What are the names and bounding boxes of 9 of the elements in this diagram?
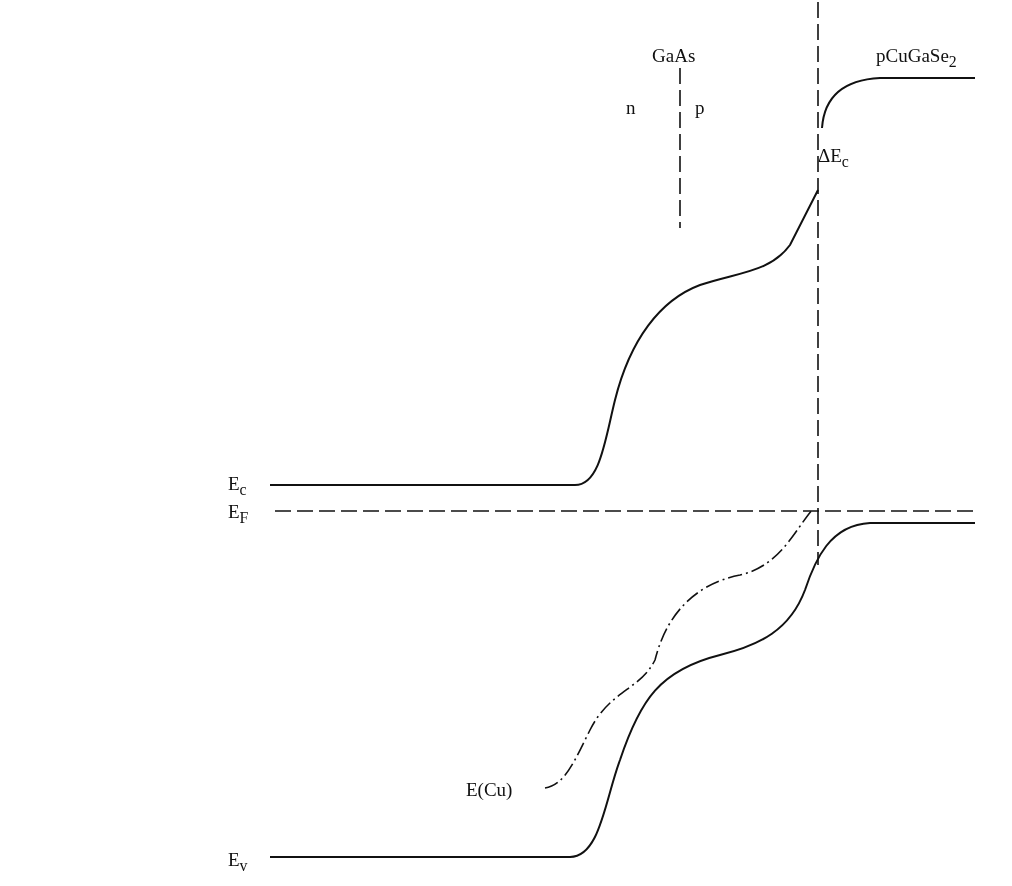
material-label: pCuGaSe$_{2}$ bbox=[876, 46, 957, 71]
band-offset-label: ΔE$_{c}$ bbox=[818, 146, 849, 171]
material-label: GaAs bbox=[652, 46, 696, 67]
region-label: p bbox=[695, 98, 705, 119]
band-label: E$_{v}$ bbox=[228, 850, 248, 875]
band-label: E$_{c}$ bbox=[228, 474, 247, 499]
region-label: n bbox=[626, 98, 636, 119]
band-label: E$_{F}$ bbox=[228, 502, 249, 527]
level-label: E(Cu) bbox=[466, 780, 513, 801]
